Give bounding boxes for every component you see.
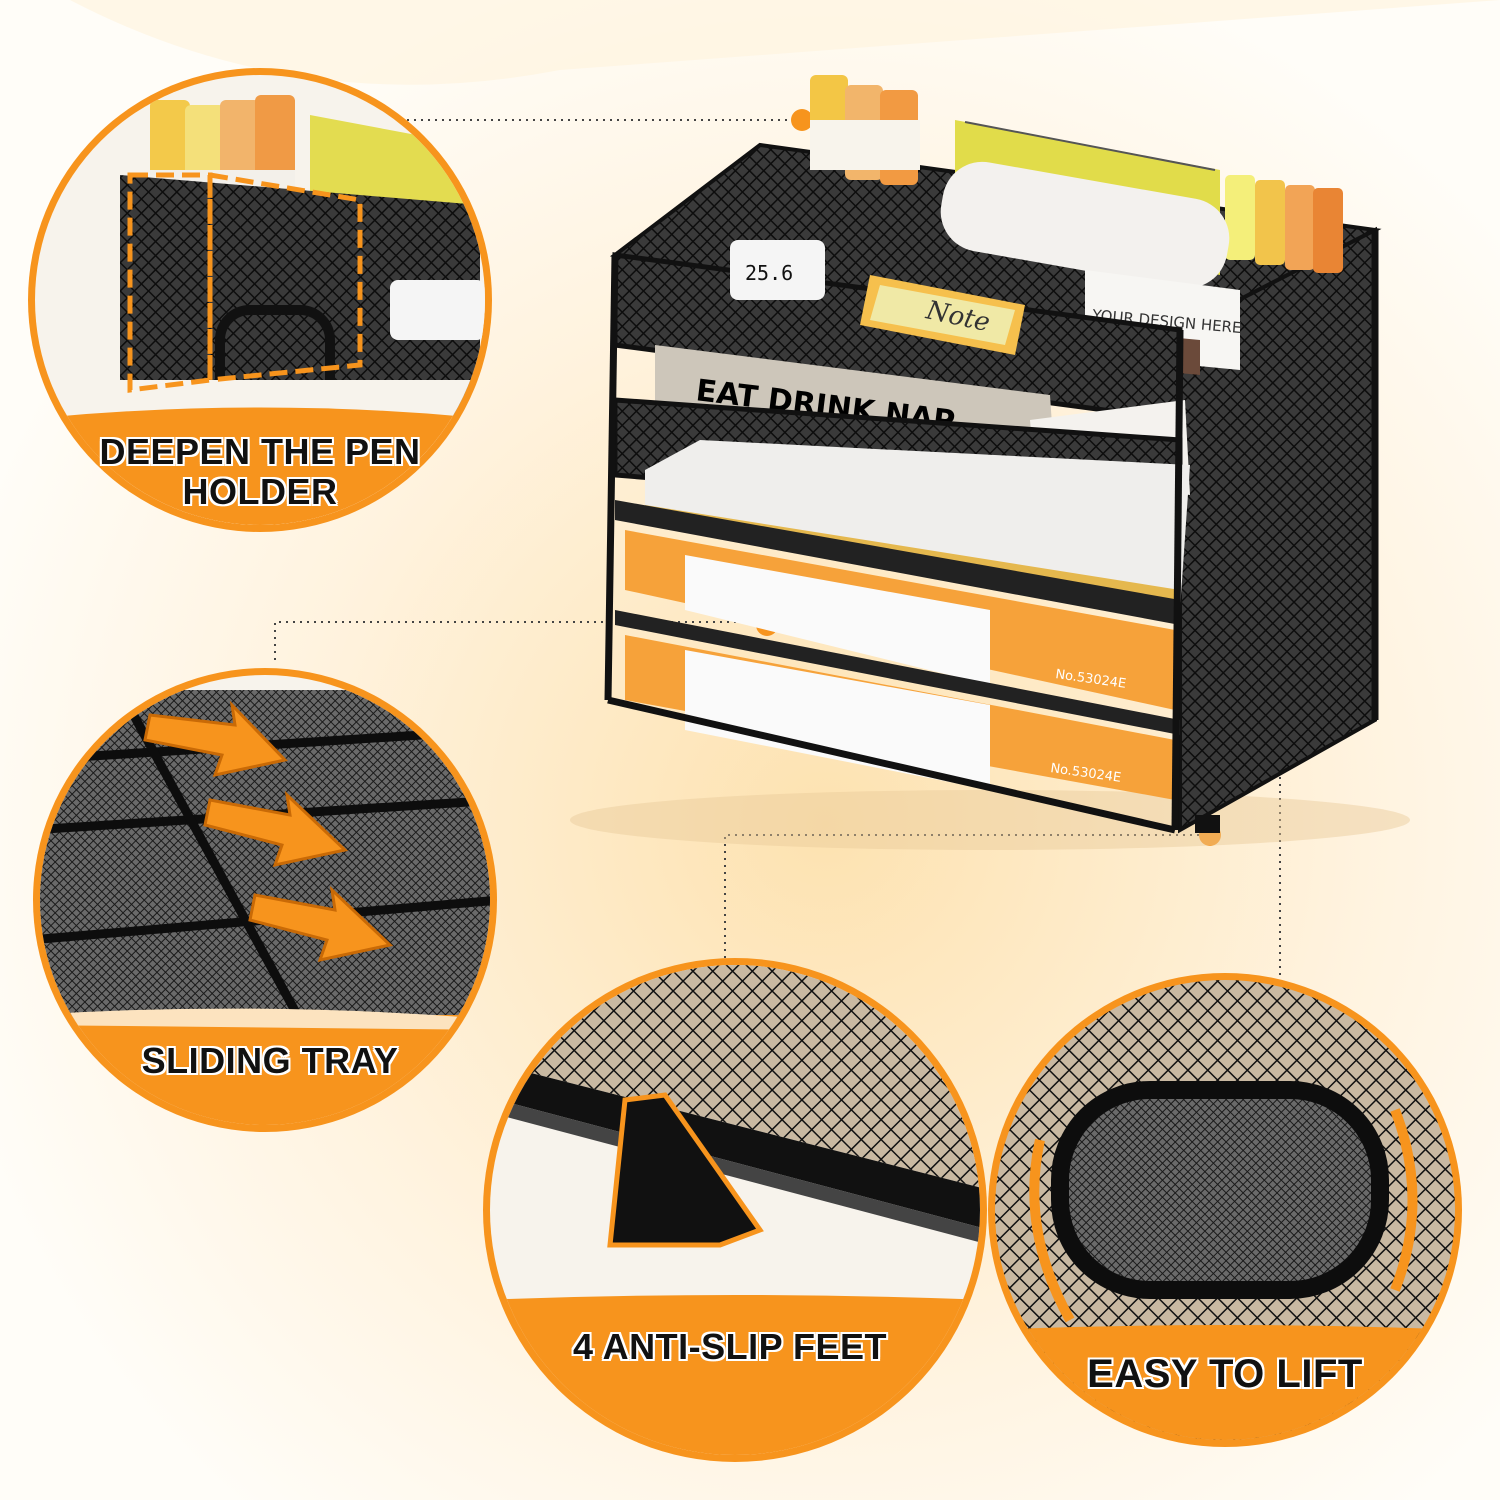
- feature-label-easy-lift: EASY TO LIFT: [1087, 1352, 1363, 1396]
- pen-holder-label-line1: DEEPEN THE PEN: [99, 431, 421, 472]
- feature-label-pen-holder: DEEPEN THE PEN HOLDER: [90, 432, 430, 512]
- detail-anti-slip-feet: [483, 958, 987, 1462]
- clock-readout: 25.6: [745, 261, 793, 285]
- desk-organizer-product: YOUR DESIGN HERE 25.6 Note EAT DRINK NAP…: [570, 75, 1410, 850]
- feature-label-anti-slip-feet: 4 ANTI-SLIP FEET: [572, 1326, 888, 1367]
- arrow-right-icon: [143, 700, 394, 963]
- feature-label-sliding-tray: SLIDING TRAY: [141, 1040, 399, 1081]
- pen-holder-label-line2: HOLDER: [182, 471, 338, 512]
- detail-easy-lift: [988, 973, 1462, 1447]
